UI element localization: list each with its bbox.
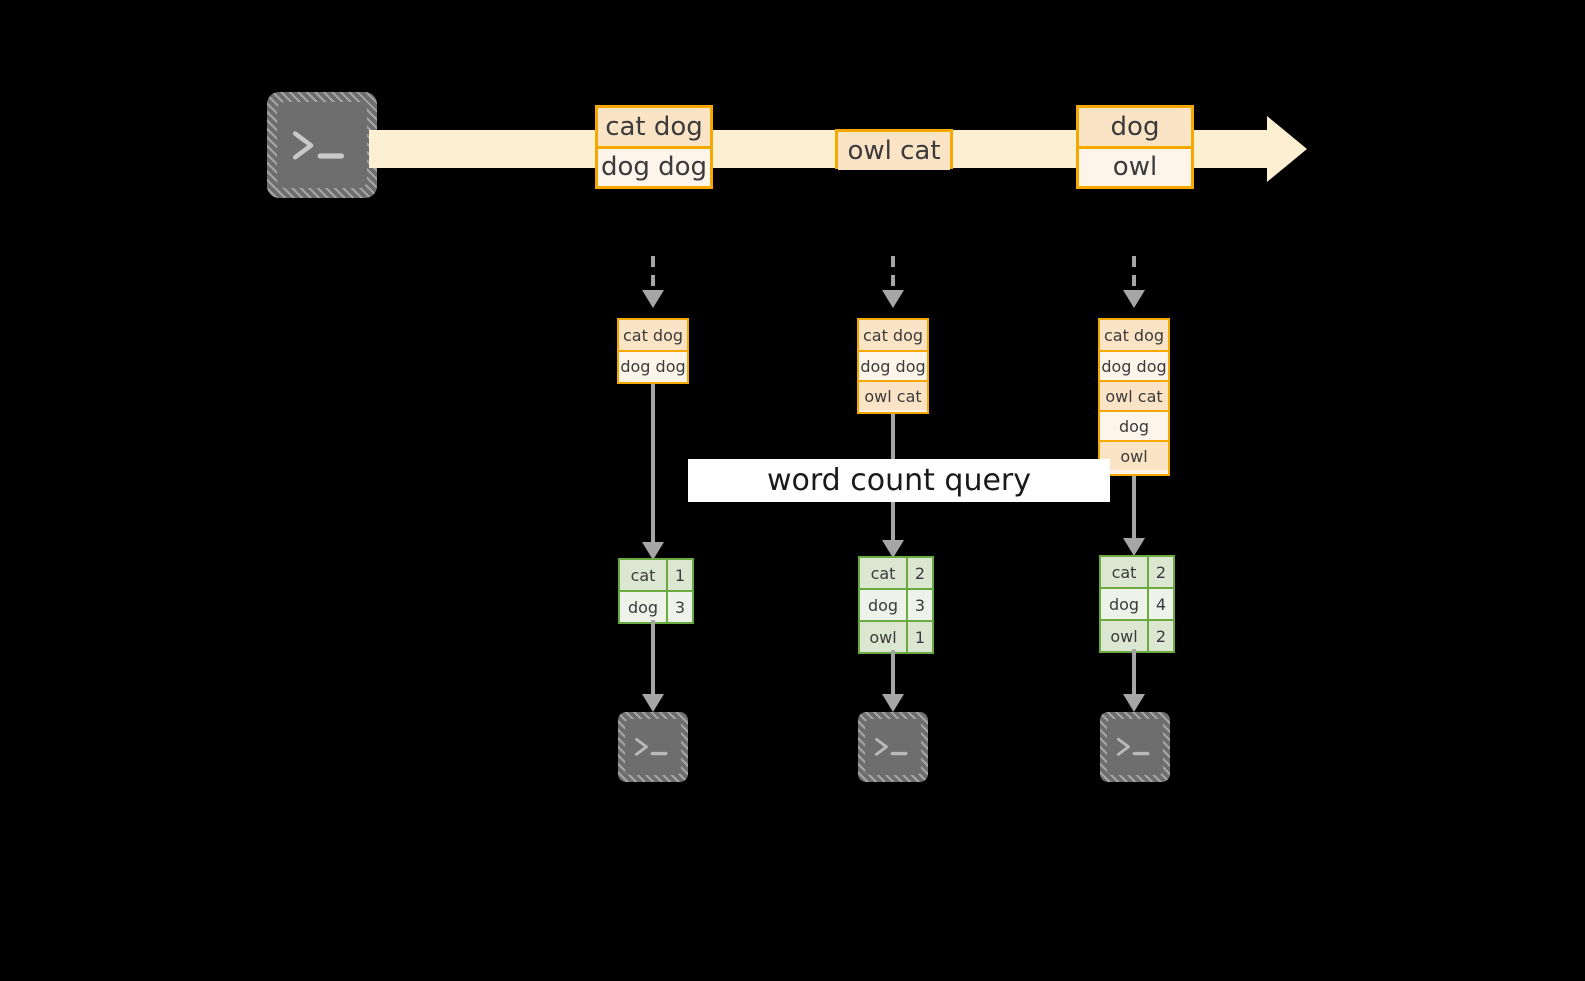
result-table-1-row-1: cat 1	[620, 560, 692, 590]
stream-batch-1-line-2: dog dog	[598, 146, 710, 184]
result-word: owl	[1101, 621, 1147, 651]
trigger-connector-2	[891, 256, 895, 294]
terminal-screen	[1107, 719, 1163, 775]
terminal-screen	[277, 102, 367, 188]
terminal-screen	[865, 719, 921, 775]
stream-batch-3: dog owl	[1076, 105, 1194, 189]
result-table-1-row-2: dog 3	[620, 590, 692, 622]
accumulated-table-3-row-5: owl	[1100, 440, 1168, 470]
result-table-3: cat 2 dog 4 owl 2	[1099, 555, 1175, 653]
result-count: 1	[906, 622, 932, 652]
source-terminal-icon	[267, 92, 377, 198]
result-count: 2	[1147, 557, 1173, 587]
accumulated-table-3: cat dog dog dog owl cat dog owl	[1098, 318, 1170, 476]
accumulated-table-3-row-3: owl cat	[1100, 380, 1168, 410]
query-connector-3	[1132, 476, 1136, 548]
sink-arrowhead-2-icon	[882, 694, 904, 712]
stream-batch-3-line-2: owl	[1079, 146, 1191, 184]
trigger-arrowhead-3-icon	[1123, 290, 1145, 308]
sink-connector-3	[1132, 649, 1136, 700]
stream-batch-1-line-1: cat dog	[598, 108, 710, 146]
terminal-prompt-icon	[634, 737, 668, 756]
stream-batch-1: cat dog dog dog	[595, 105, 713, 189]
accumulated-table-1-row-1: cat dog	[619, 320, 687, 350]
query-arrowhead-3-icon	[1123, 538, 1145, 556]
stream-batch-3-line-1: dog	[1079, 108, 1191, 146]
result-word: owl	[860, 622, 906, 652]
accumulated-table-2-row-3: owl cat	[859, 380, 927, 410]
trigger-connector-1	[651, 256, 655, 294]
result-word: dog	[860, 590, 906, 620]
result-table-2-row-2: dog 3	[860, 588, 932, 620]
sink-arrowhead-1-icon	[642, 694, 664, 712]
accumulated-table-2: cat dog dog dog owl cat	[857, 318, 929, 414]
terminal-prompt-icon	[874, 737, 908, 756]
result-table-3-row-2: dog 4	[1101, 587, 1173, 619]
query-label: word count query	[688, 459, 1110, 502]
sink-connector-2	[891, 650, 895, 700]
stream-batch-2: owl cat	[835, 129, 953, 170]
accumulated-table-3-row-4: dog	[1100, 410, 1168, 440]
result-count: 3	[666, 592, 692, 622]
accumulated-table-3-row-2: dog dog	[1100, 350, 1168, 380]
result-table-3-row-3: owl 2	[1101, 619, 1173, 651]
result-word: cat	[620, 560, 666, 590]
query-arrowhead-1-icon	[642, 542, 664, 560]
terminal-prompt-icon	[1116, 737, 1150, 756]
result-word: dog	[620, 592, 666, 622]
result-count: 3	[906, 590, 932, 620]
stream-batch-2-line-1: owl cat	[838, 132, 950, 170]
sink-arrowhead-3-icon	[1123, 694, 1145, 712]
accumulated-table-2-row-2: dog dog	[859, 350, 927, 380]
result-word: cat	[860, 558, 906, 588]
result-table-2-row-3: owl 1	[860, 620, 932, 652]
trigger-arrowhead-2-icon	[882, 290, 904, 308]
result-word: cat	[1101, 557, 1147, 587]
terminal-prompt-icon	[293, 130, 345, 160]
trigger-connector-3	[1132, 256, 1136, 294]
accumulated-table-3-row-1: cat dog	[1100, 320, 1168, 350]
accumulated-table-2-row-1: cat dog	[859, 320, 927, 350]
query-connector-1	[651, 384, 655, 552]
result-table-1: cat 1 dog 3	[618, 558, 694, 624]
trigger-arrowhead-1-icon	[642, 290, 664, 308]
sink-terminal-3-icon	[1100, 712, 1170, 782]
result-table-2-row-1: cat 2	[860, 558, 932, 588]
result-count: 2	[1147, 621, 1173, 651]
accumulated-table-1: cat dog dog dog	[617, 318, 689, 384]
result-table-3-row-1: cat 2	[1101, 557, 1173, 587]
stream-arrow-head-icon	[1267, 116, 1307, 182]
result-count: 2	[906, 558, 932, 588]
accumulated-table-1-row-2: dog dog	[619, 350, 687, 380]
terminal-screen	[625, 719, 681, 775]
query-arrowhead-2-icon	[882, 540, 904, 558]
result-word: dog	[1101, 589, 1147, 619]
sink-terminal-1-icon	[618, 712, 688, 782]
result-count: 4	[1147, 589, 1173, 619]
result-table-2: cat 2 dog 3 owl 1	[858, 556, 934, 654]
result-count: 1	[666, 560, 692, 590]
sink-terminal-2-icon	[858, 712, 928, 782]
sink-connector-1	[651, 620, 655, 700]
